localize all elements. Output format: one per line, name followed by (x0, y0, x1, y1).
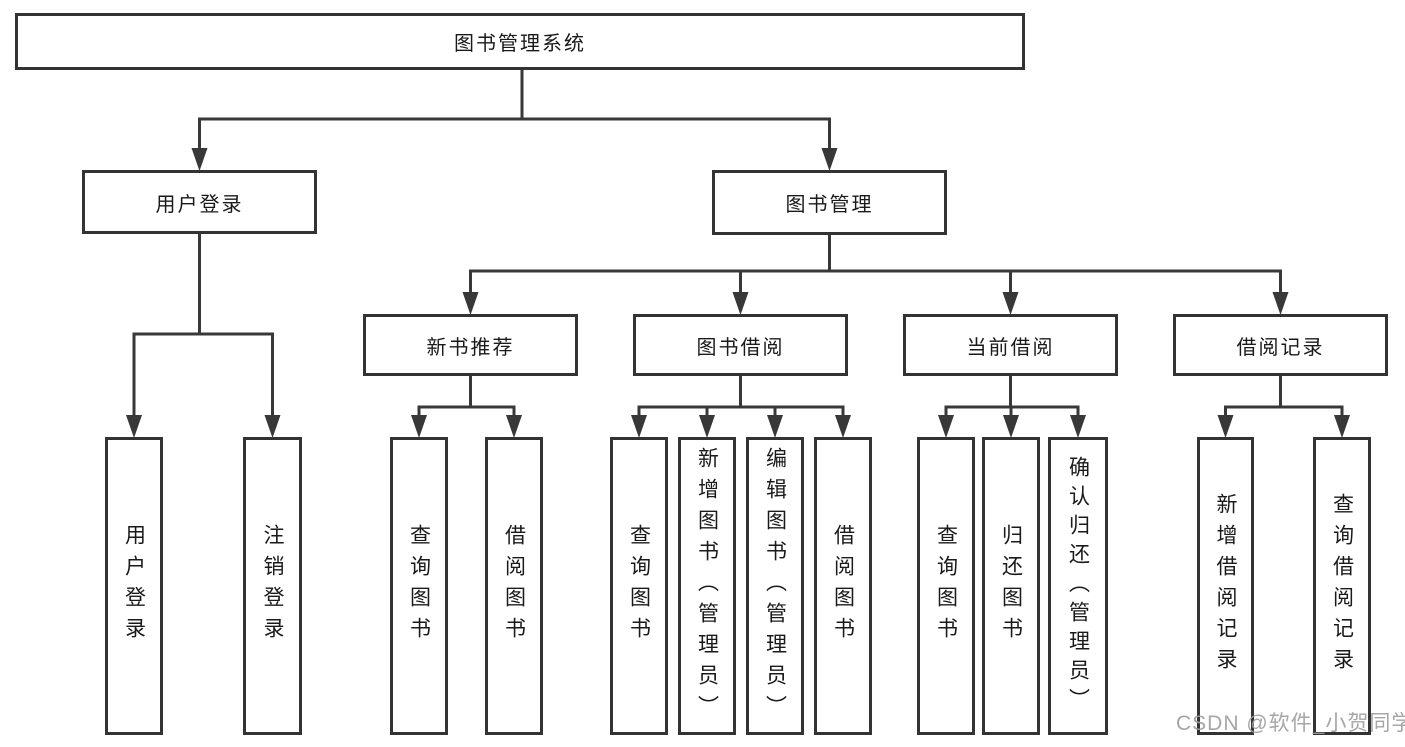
leaf-borrow-books-label: 借阅图书 (831, 524, 855, 648)
leaf-query-books-borrow: 查询图书 (610, 437, 668, 735)
watermark: CSDN @软件_小贺同学 (1176, 712, 1405, 735)
leaf-query-borrow-record: 查询借阅记录 (1313, 437, 1371, 735)
leaf-logout-label: 注销登录 (261, 524, 284, 648)
node-current-borrow: 当前借阅 (903, 314, 1118, 376)
leaf-query-books-current: 查询图书 (917, 437, 975, 735)
node-user-login: 用户登录 (82, 170, 317, 234)
leaf-edit-book-admin-label: 编辑图书（管理员） (763, 446, 787, 726)
node-borrow-records: 借阅记录 (1173, 314, 1388, 376)
arrowhead-icons (126, 148, 1350, 438)
leaf-borrow-books-recommend: 借阅图书 (485, 437, 543, 735)
leaf-return-book-label: 归还图书 (999, 524, 1023, 648)
leaf-borrow-books: 借阅图书 (814, 437, 872, 735)
leaf-edit-book-admin: 编辑图书（管理员） (746, 437, 804, 735)
node-user-login-label: 用户登录 (155, 193, 244, 216)
node-new-book-recommend-label: 新书推荐 (426, 336, 515, 359)
leaf-logout: 注销登录 (243, 437, 302, 735)
node-book-borrow-label: 图书借阅 (696, 336, 785, 359)
node-book-management: 图书管理 (712, 170, 947, 235)
node-book-borrow: 图书借阅 (633, 314, 848, 376)
leaf-confirm-return-admin-label: 确认归还（管理员） (1066, 455, 1090, 717)
node-root-label: 图书管理系统 (454, 33, 586, 55)
leaf-confirm-return-admin: 确认归还（管理员） (1048, 437, 1108, 735)
leaf-add-book-admin: 新增图书（管理员） (678, 437, 736, 735)
leaf-query-borrow-record-label: 查询借阅记录 (1330, 493, 1354, 679)
node-borrow-records-label: 借阅记录 (1236, 336, 1325, 359)
leaf-borrow-books-recommend-label: 借阅图书 (502, 524, 526, 648)
leaf-add-borrow-record: 新增借阅记录 (1197, 437, 1254, 735)
leaf-return-book: 归还图书 (982, 437, 1040, 735)
node-root-system: 图书管理系统 (15, 13, 1025, 70)
leaf-query-books-current-label: 查询图书 (934, 524, 958, 648)
leaf-query-books-borrow-label: 查询图书 (627, 524, 651, 648)
leaf-add-borrow-record-label: 新增借阅记录 (1214, 493, 1237, 679)
leaf-user-login: 用户登录 (105, 437, 163, 735)
leaf-query-books-recommend: 查询图书 (390, 437, 448, 735)
leaf-user-login-label: 用户登录 (122, 524, 146, 648)
leaf-add-book-admin-label: 新增图书（管理员） (695, 446, 719, 726)
node-current-borrow-label: 当前借阅 (966, 336, 1055, 359)
node-book-management-label: 图书管理 (785, 194, 874, 216)
leaf-query-books-recommend-label: 查询图书 (407, 524, 431, 648)
node-new-book-recommend: 新书推荐 (363, 314, 578, 376)
